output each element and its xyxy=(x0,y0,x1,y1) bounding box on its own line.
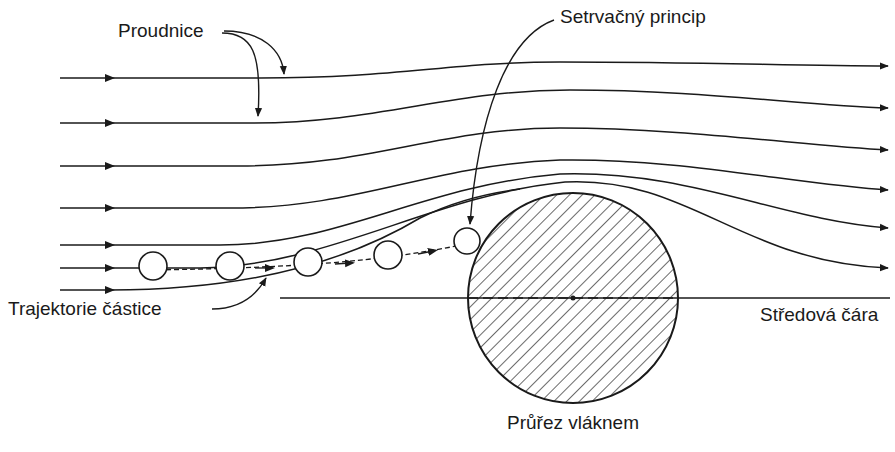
streamline-callout: Proudnice xyxy=(118,20,204,42)
trajectory-callout: Trajektorie částice xyxy=(8,298,161,320)
streamlines xyxy=(60,62,888,290)
particle-trajectory xyxy=(139,228,480,280)
centerline-callout: Středová čára xyxy=(760,304,878,326)
leader-lines xyxy=(212,20,554,309)
fiber-cross-section xyxy=(468,193,678,403)
inertia-callout: Setrvačný princip xyxy=(560,6,706,28)
fiber-caption: Průřez vláknem xyxy=(507,412,639,434)
